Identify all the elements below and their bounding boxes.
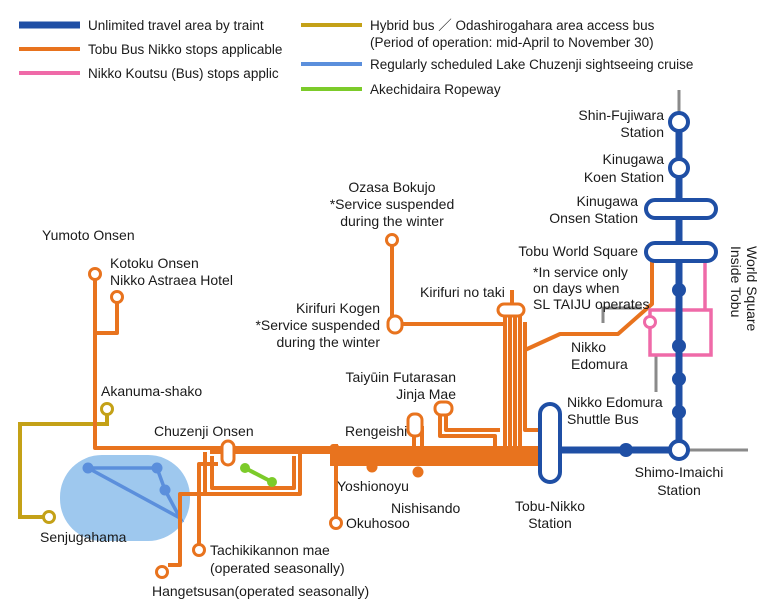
hybrid-bus-line (18, 415, 109, 519)
legend-label-koutsu-bus: Nikko Koutsu (Bus) stops applic (88, 66, 279, 81)
junction-block (330, 444, 339, 466)
taiyuin-stop (433, 400, 454, 417)
label-chuzenji: Chuzenji Onsen (154, 423, 254, 439)
rengeishi-stop (406, 412, 424, 438)
kotoku-stop (110, 290, 124, 304)
label-kotoku: Kotoku Onsen (110, 255, 199, 271)
label-ozasa: during the winter (340, 213, 444, 229)
legend-label-tobu-bus: Tobu Bus Nikko stops applicable (88, 42, 282, 57)
label-shimo-imaichi: Station (657, 482, 701, 498)
label-edomura-shuttle: Nikko Edomura (567, 394, 663, 410)
lake-chuzenji (60, 455, 190, 541)
label-hangetsusan: Hangetsusan(operated seasonally) (152, 583, 369, 599)
legend-label-hybrid-1: Hybrid bus ／ Odashirogahara area access … (370, 18, 655, 33)
tobu-bus-lines (93, 245, 654, 567)
label-kinugawa-koen: Koen Station (584, 169, 664, 185)
label-tobu-nikko: Station (528, 515, 572, 531)
nishisando-stop (412, 466, 424, 478)
label-kirifuri-kogen: *Service suspended (255, 317, 380, 333)
ropeway-line (244, 466, 273, 484)
label-kirifuri-kogen: during the winter (276, 334, 380, 350)
label-taiyuin: Taiyūin Futarasan (345, 369, 456, 385)
shin-fujiwara-station (668, 111, 690, 133)
edomura-shuttle-line (601, 306, 642, 323)
okuhosoo-stop (329, 516, 343, 530)
label-kirifuri-no-taki: Kirifuri no taki (420, 284, 505, 300)
senjugahama-stop (42, 510, 56, 524)
legend-label-cruise: Regularly scheduled Lake Chuzenji sights… (370, 57, 693, 72)
label-nikko-edomura: Nikko (571, 339, 606, 355)
legend-label-hybrid-2: (Period of operation: mid-April to Novem… (370, 35, 654, 50)
label-ozasa: *Service suspended (330, 196, 455, 212)
kinugawa-koen-station (668, 157, 690, 179)
label-kirifuri-kogen: Kirifuri Kogen (296, 300, 380, 316)
label-shimo-imaichi: Shimo-Imaichi (635, 464, 724, 480)
cruise-stop (82, 462, 94, 474)
label-kinugawa-koen: Kinugawa (603, 151, 665, 167)
cruise-stop (151, 462, 163, 474)
label-inside-tws: World Square (744, 246, 760, 332)
yumoto-stop (88, 267, 102, 281)
tobu-nikko-station (538, 402, 562, 484)
lake-area (60, 455, 190, 541)
chuzenji-stop (220, 439, 236, 467)
cruise-stop (159, 484, 171, 496)
rail-stop (672, 372, 686, 386)
label-shin-fujiwara: Station (620, 124, 664, 140)
tachikikannon-stop (192, 543, 206, 557)
label-tachikikannon: Tachikikannon mae (210, 542, 330, 558)
tobu-world-square-station (644, 241, 718, 263)
label-taiyuin: Jinja Mae (396, 386, 456, 402)
label-okuhosoo: Okuhosoo (346, 515, 410, 531)
label-senjugahama: Senjugahama (40, 529, 127, 545)
rail-stop (672, 283, 686, 297)
label-kotoku: Nikko Astraea Hotel (110, 272, 233, 288)
label-yoshionoyu: Yoshionoyu (337, 478, 409, 494)
hangetsusan-stop (155, 565, 169, 579)
ozasa-stop (385, 233, 399, 247)
station-labels: Shin-Fujiwara Station Kinugawa Koen Stat… (40, 107, 760, 599)
gray-lines (601, 90, 748, 452)
label-ozasa: Ozasa Bokujo (348, 179, 435, 195)
label-sl-note: *In service only (533, 264, 628, 280)
legend: Unlimited travel area by traint Tobu Bus… (19, 18, 693, 97)
label-rengeishi: Rengeishi (345, 423, 407, 439)
label-shin-fujiwara: Shin-Fujiwara (578, 107, 664, 123)
label-tachikikannon: (operated seasonally) (210, 560, 345, 576)
shimo-imaichi-station (668, 439, 690, 461)
label-tobu-nikko: Tobu-Nikko (515, 498, 585, 514)
label-edomura-shuttle: Shuttle Bus (567, 411, 639, 427)
label-kinugawa-onsen: Onsen Station (549, 210, 638, 226)
ropeway-stop (267, 477, 277, 487)
akanuma-stop (100, 402, 114, 416)
label-yumoto: Yumoto Onsen (42, 227, 135, 243)
rail-stop (672, 405, 686, 419)
label-akanuma: Akanuma-shako (101, 383, 202, 399)
edomura-stop (643, 315, 657, 329)
label-nishisando: Nishisando (391, 500, 460, 516)
kirifuri-no-taki-stop (496, 302, 526, 318)
label-kinugawa-onsen: Kinugawa (577, 193, 639, 209)
rail-stop (619, 443, 633, 457)
label-tobu-world-square: Tobu World Square (518, 243, 638, 259)
legend-label-ropeway: Akechidaira Ropeway (370, 82, 501, 97)
rail-stop (672, 339, 686, 353)
kinugawa-onsen-station (644, 198, 718, 220)
legend-label-unlimited: Unlimited travel area by traint (88, 18, 264, 33)
ropeway-stop (240, 463, 250, 473)
kirifuri-kogen-stop (386, 314, 404, 335)
label-inside-tws: Inside Tobu (728, 246, 744, 317)
label-nikko-edomura: Edomura (571, 356, 628, 372)
yoshionoyu-stop (366, 461, 378, 473)
label-sl-note: on days when (533, 280, 619, 296)
label-sl-note: SL TAIJU operates (533, 296, 649, 312)
